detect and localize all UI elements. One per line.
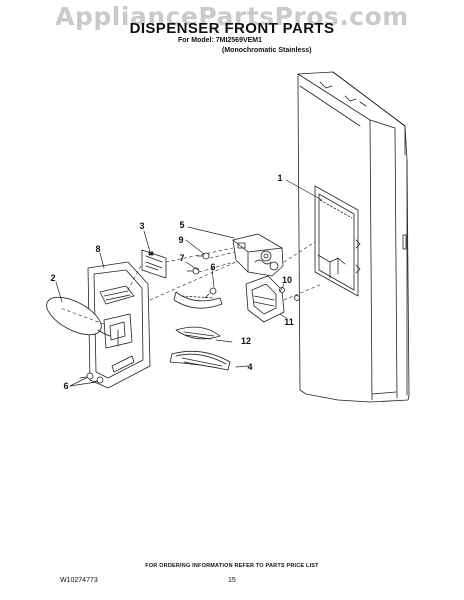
callout-3: 3 (139, 221, 145, 231)
light-lens (173, 291, 223, 309)
ordering-note: FOR ORDERING INFORMATION REFER TO PARTS … (145, 563, 319, 569)
callout-7: 7 (179, 253, 185, 263)
model-number: For Model: 7MI2569VEM1 (178, 37, 263, 44)
callout-6-upper: 6 (210, 262, 216, 272)
model-variant: (Monochromatic Stainless) (222, 47, 312, 54)
callout-11: 11 (284, 317, 294, 327)
watermark: AppliancePartsPros.com (55, 2, 409, 31)
document-number: W10274773 (60, 577, 98, 584)
callout-12: 12 (240, 336, 252, 346)
callout-9: 9 (178, 235, 184, 245)
dispenser-front-frame (87, 261, 151, 389)
callout-5: 5 (179, 220, 185, 230)
page-title: DISPENSER FRONT PARTS (129, 20, 335, 37)
circuit-board (141, 249, 167, 279)
page-number: 15 (228, 577, 236, 584)
lever-bracket (245, 275, 285, 323)
callout-6-lower: 6 (63, 381, 69, 391)
drip-tray (169, 350, 231, 371)
callout-4: 4 (247, 362, 253, 372)
dispenser-paddle (46, 296, 111, 337)
leader-lines (55, 179, 323, 387)
callout-1: 1 (277, 173, 283, 183)
callout-10: 10 (281, 275, 293, 285)
callout-8: 8 (95, 244, 101, 254)
assembly-guide-lines (59, 241, 323, 325)
drip-tray-grille (175, 326, 221, 340)
refrigerator-door (297, 71, 410, 403)
door-dispenser-opening (314, 185, 361, 297)
dispenser-control-module (232, 233, 284, 277)
callout-2: 2 (50, 273, 56, 283)
